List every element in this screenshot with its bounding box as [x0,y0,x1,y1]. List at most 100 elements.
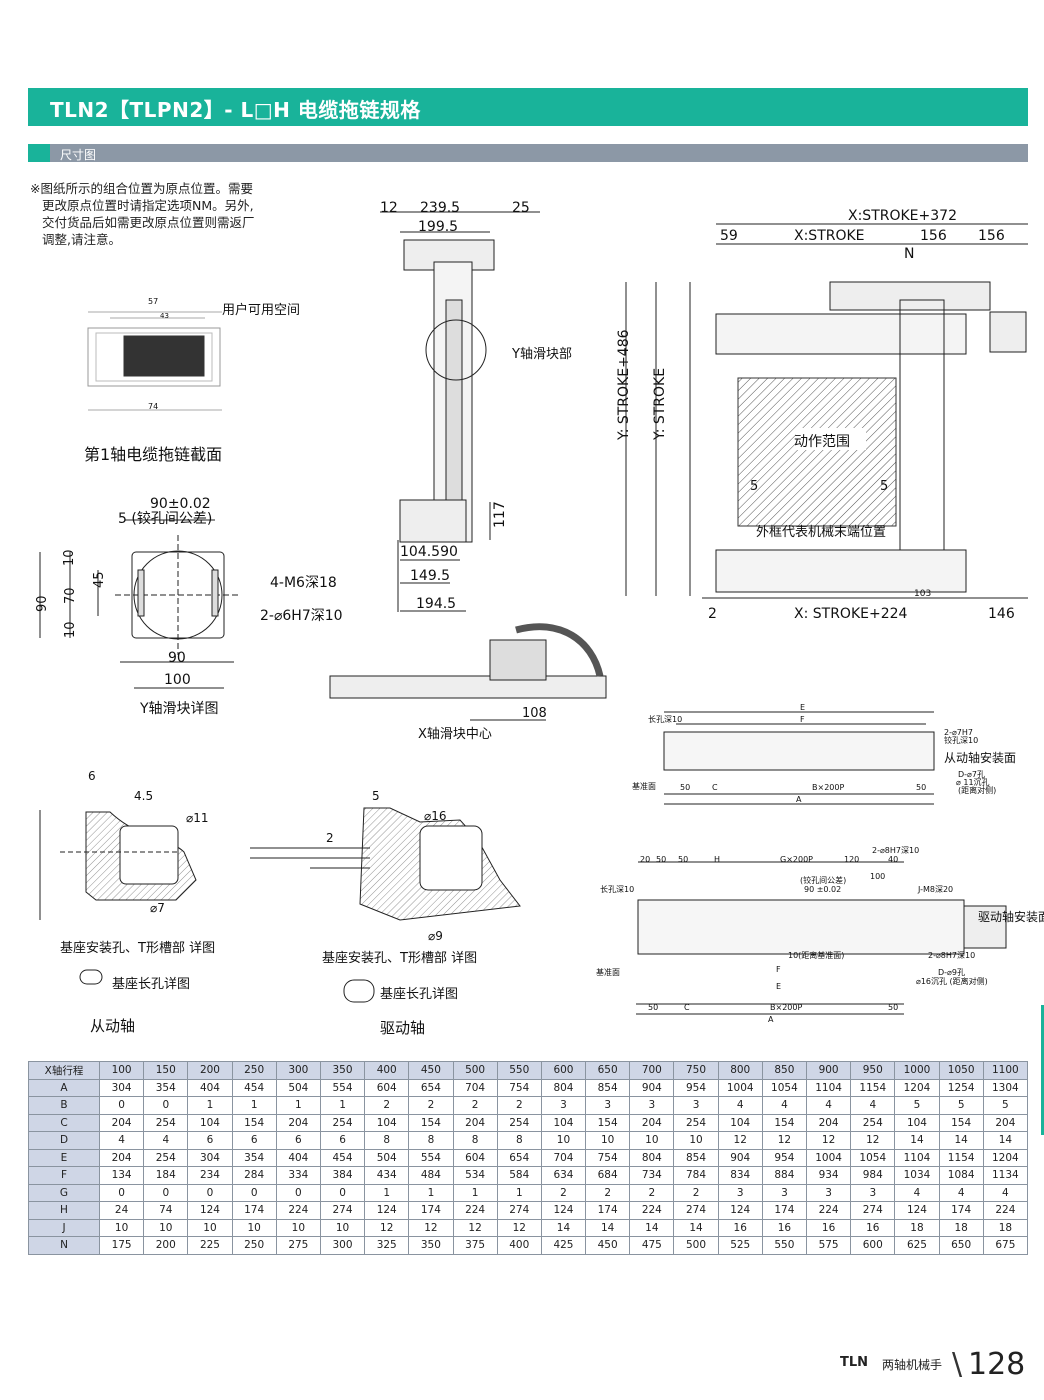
table-cell: 984 [850,1166,896,1185]
datum-label-2: 基准面 [596,967,620,977]
footer-brand: TLN [840,1355,869,1370]
user-space-label: 用户可用空间 [222,302,300,318]
dimension-drawings: 57 43 74 用户可用空间 第1轴电缆拖链截面 90±0.02 5 (铰孔间… [35,200,1044,1037]
h7-6-label: 2-⌀6H7深10 [260,608,343,624]
drive-axis-drawing: 20 50 50 H G×200P 120 40 2-⌀8H7深10 100 (… [596,846,1044,1024]
table-cell: 4 [805,1096,852,1115]
svg-text:50: 50 [888,1003,898,1012]
svg-text:239.5: 239.5 [420,200,460,216]
table-header-cell: 950 [850,1061,896,1080]
table-cell: 18 [938,1218,984,1237]
table-cell: 600 [850,1236,896,1255]
table-cell: 104 [540,1113,587,1132]
table-cell: 224 [629,1201,675,1220]
top-view-drawing: X:STROKE+372 59 X:STROKE 156 156 N 动作范围 … [616,208,1028,622]
svg-text:10: 10 [63,621,78,638]
table-cell: 174 [231,1201,277,1220]
drive-slot-label: 基座长孔详图 [380,987,458,1002]
tol-90-label: 90±0.02 [150,496,211,512]
svg-text:H: H [714,855,720,864]
table-cell: 0 [231,1183,277,1202]
tol-note-label: 5 (铰孔间公差) [118,511,212,527]
table-cell: 10 [187,1218,233,1237]
table-cell: 934 [805,1166,852,1185]
m6-label: 4-M6深18 [270,575,337,591]
driven-slot-label: 基座长孔详图 [112,977,190,992]
table-cell: 304 [187,1148,233,1167]
table-cell: 16 [717,1218,763,1237]
d16-label: ⌀16沉孔 (距离对侧) [916,976,988,986]
origin-note: ※图纸所示的组合位置为原点位置。需要 更改原点位置时请指定选项NM。另外, 交付… [30,180,305,248]
table-cell: 16 [850,1218,896,1237]
table-cell: 1254 [938,1078,984,1097]
table-cell: 204 [452,1113,498,1132]
table-cell: 754 [585,1148,631,1167]
table-header-cell: 450 [408,1061,454,1080]
page-number: 128 [968,1347,1026,1382]
row-label: E [28,1148,100,1167]
table-cell: 4 [938,1183,984,1202]
table-cell: 3 [540,1096,587,1115]
page-header: TLN2【TLPN2】- L□H 电缆拖链规格 [28,88,1028,126]
svg-text:59: 59 [720,228,738,244]
table-cell: 434 [364,1166,410,1185]
table-cell: 454 [319,1148,366,1167]
y-stroke-486-label: Y: STROKE+486 [616,329,632,441]
table-cell: 1154 [850,1078,896,1097]
svg-text:90: 90 [168,650,186,666]
table-cell: 274 [673,1201,719,1220]
note-line: 更改原点位置时请指定选项NM。另外, [42,198,254,213]
table-cell: 14 [585,1218,631,1237]
svg-text:156: 156 [920,228,947,244]
b200p-label: B×200P [812,783,844,792]
table-header-cell: 100 [98,1061,145,1080]
table-cell: 1 [275,1096,321,1115]
svg-text:5: 5 [372,789,380,803]
table-cell: 404 [275,1148,321,1167]
table-cell: 904 [629,1078,675,1097]
table-cell: 275 [275,1236,321,1255]
footer-subtitle: 两轴机械手 [882,1358,943,1372]
table-cell: 8 [408,1131,454,1150]
chain-section-drawing: 57 43 74 用户可用空间 第1轴电缆拖链截面 [84,297,300,464]
table-cell: 0 [187,1183,233,1202]
table-cell: 12 [364,1218,410,1237]
page-title: TLN2【TLPN2】- L□H 电缆拖链规格 [50,98,421,122]
row-label: J [28,1218,100,1237]
svg-text:C: C [684,1003,690,1012]
table-cell: 4 [850,1096,896,1115]
table-cell: 1204 [982,1148,1029,1167]
y-block-part-label: Y轴滑块部 [511,347,572,362]
table-cell: 425 [540,1236,587,1255]
svg-text:57: 57 [148,297,158,306]
table-header-cell: 600 [540,1061,587,1080]
table-cell: 12 [496,1218,542,1237]
svg-text:2: 2 [326,831,334,845]
table-cell: 14 [938,1131,984,1150]
table-cell: 1 [408,1183,454,1202]
svg-text:146: 146 [988,606,1015,622]
driven-mount-label: 从动轴安装面 [944,750,1016,765]
table-cell: 684 [585,1166,631,1185]
table-cell: 8 [364,1131,410,1150]
svg-text:50: 50 [678,855,688,864]
section-bar: 尺寸图 [28,144,1028,162]
d7-label: D-⌀7孔 [958,770,985,779]
table-cell: 0 [319,1183,366,1202]
table-cell: 450 [585,1236,631,1255]
ream-tol-label: (铰孔间公差) [800,875,846,885]
table-cell: 10 [629,1131,675,1150]
table-cell: 254 [319,1113,366,1132]
table-cell: 204 [805,1113,852,1132]
table-cell: 10 [98,1218,145,1237]
table-cell: 6 [231,1131,277,1150]
row-label: F [28,1166,100,1185]
table-cell: 1104 [894,1148,940,1167]
table-cell: 16 [761,1218,808,1237]
table-cell: 204 [275,1113,321,1132]
svg-text:50: 50 [656,855,666,864]
b200p-label-2: B×200P [770,1003,802,1012]
